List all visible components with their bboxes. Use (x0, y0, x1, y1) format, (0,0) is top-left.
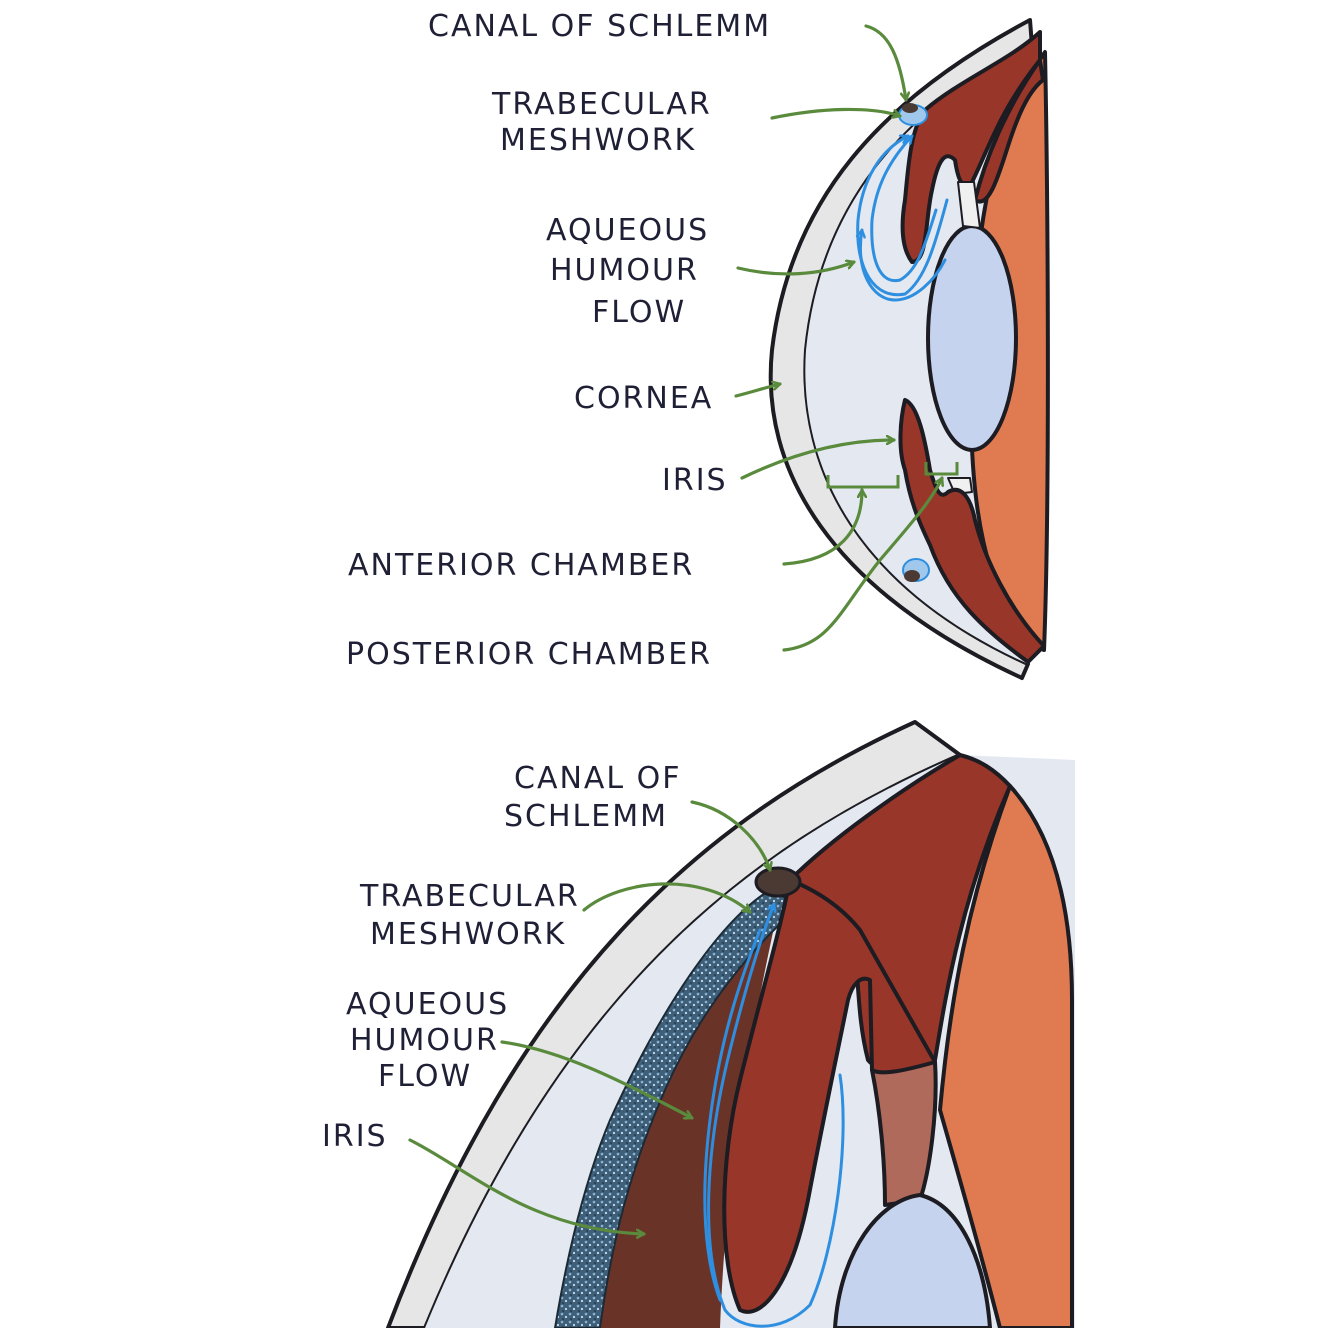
label-trabecular-1-bottom: TRABECULAR (359, 879, 580, 914)
top-aqueous-flow-outer (856, 136, 949, 297)
label-aqueous-2-bottom: HUMOUR (350, 1023, 499, 1058)
leader-iris-top (740, 440, 896, 480)
top-zonule-upper (957, 181, 981, 229)
label-aqueous-2: HUMOUR (550, 253, 699, 288)
top-lens (926, 224, 1018, 452)
label-iris: IRIS (662, 463, 728, 498)
label-anterior-chamber: ANTERIOR CHAMBER (348, 548, 694, 583)
label-canal-1: CANAL OF (514, 761, 682, 796)
bottom-iris (722, 878, 937, 1314)
top-canal-of-schlemm-lower (904, 570, 920, 582)
top-aqueous-flow-third (860, 228, 947, 302)
bottom-trabecular-meshwork (553, 888, 802, 1328)
label-canal-of-schlemm: CANAL OF SCHLEMM (428, 9, 771, 44)
top-cornea (768, 18, 1034, 680)
leader-trabecular-top (770, 107, 902, 120)
label-aqueous-3-bottom: FLOW (378, 1059, 472, 1094)
leader-aqueous-bottom (500, 1040, 694, 1120)
label-cornea: CORNEA (574, 381, 713, 416)
leader-anterior-top (782, 488, 862, 566)
label-iris-bottom: IRIS (322, 1119, 388, 1154)
label-aqueous-3: FLOW (592, 295, 686, 330)
leader-posterior-top (782, 476, 942, 652)
bottom-canal-of-schlemm (754, 866, 802, 898)
bottom-aqueous-flow-outer (707, 902, 845, 1328)
leader-aqueous-top (736, 262, 856, 276)
top-anterior-chamber-bracket (826, 475, 900, 489)
top-eye-diagram: CANAL OF SCHLEMM TRABECULAR MESHWORK AQU… (346, 9, 1050, 680)
label-aqueous-1: AQUEOUS (546, 213, 709, 248)
top-ciliary-upper (973, 58, 1045, 204)
leader-iris-bottom (408, 1138, 646, 1234)
label-trabecular-meshwork-1: TRABECULAR (491, 87, 712, 122)
label-trabecular-2-bottom: MESHWORK (370, 917, 566, 952)
leader-canal-bottom (690, 800, 770, 872)
leader-trabecular-bottom (582, 882, 752, 914)
label-canal-2: SCHLEMM (504, 799, 668, 834)
bottom-choroid (938, 784, 1074, 1328)
top-canal-of-schlemm (902, 103, 918, 113)
bottom-eye-diagram: CANAL OF SCHLEMM TRABECULAR MESHWORK AQU… (322, 720, 1075, 1328)
leader-canal-top (864, 24, 906, 102)
bottom-lens (833, 1193, 992, 1328)
top-posterior-chamber-bracket (924, 462, 959, 476)
top-aqueous-flow-inner (870, 134, 938, 283)
label-trabecular-meshwork-2: MESHWORK (500, 123, 696, 158)
label-aqueous-1-bottom: AQUEOUS (346, 987, 509, 1022)
leader-cornea-top (734, 384, 782, 398)
bottom-aqueous-flow-inner (703, 928, 762, 1302)
label-posterior-chamber: POSTERIOR CHAMBER (346, 637, 712, 672)
